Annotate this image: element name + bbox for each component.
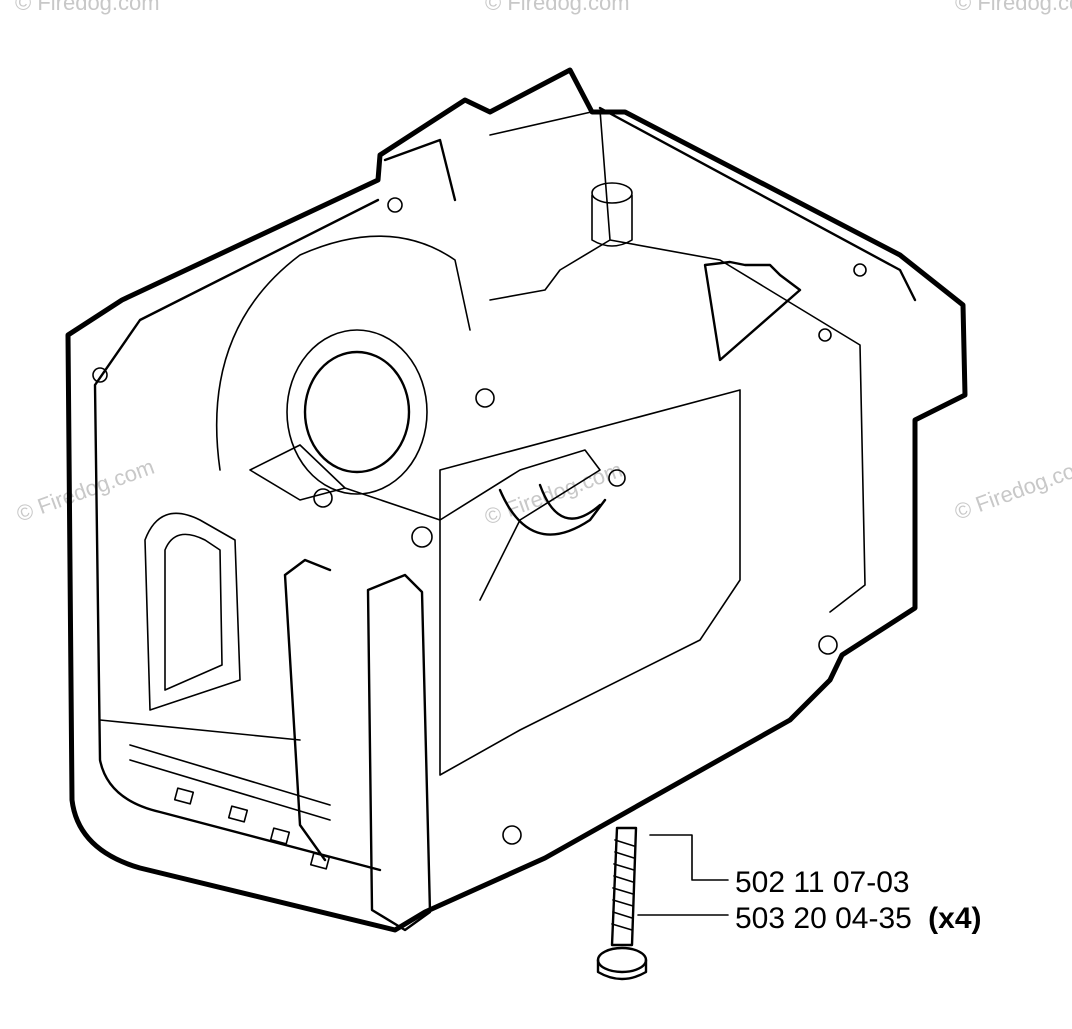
watermark-left: © Firedog.com [13,454,157,527]
screw-thread [611,839,635,931]
front-divider [283,558,432,932]
mount-hole-top [387,197,403,213]
cylinder-bore [303,350,411,474]
screw-head [596,946,648,974]
housing-outline [65,67,968,933]
mount-hole-right [818,328,832,342]
watermark-right: © Firedog.com [951,452,1072,525]
watermark-center: © Firedog.com [481,457,625,530]
crankcase-housing [65,67,968,933]
watermark-top-right: © Firedog.com [955,0,1072,15]
screw [596,826,648,981]
screw-head-side [596,958,648,981]
left-hollow [144,512,241,711]
housing-inner-rim [93,106,917,872]
bottom-ribs [129,744,331,870]
screw-boss-right [608,469,626,487]
right-bracket [703,260,802,362]
watermark-top-center: © Firedog.com [485,0,630,15]
bearing-half [498,483,607,536]
screw-boss-center [475,388,495,408]
cylinder-bore-collar [286,329,428,495]
top-post-cap [591,182,633,204]
housing-back-wall [489,109,866,613]
mount-hole-bottom [502,825,522,845]
callout-housing-part-number: 502 11 07-03 [735,866,910,899]
top-post [591,194,633,247]
callout-screw-quantity: (x4) [928,902,981,935]
center-deck [249,444,601,601]
mount-hole-upper-right [853,263,867,277]
callout-screw: 503 20 04-35 (x4) [735,902,982,935]
watermark-top-left: © Firedog.com [15,0,160,15]
callout-housing: 502 11 07-03 [735,866,910,899]
mount-hole-left [92,367,108,383]
flywheel-arc [215,235,471,471]
leader-line-housing [649,834,729,881]
mount-hole-lower-right [818,635,838,655]
screw-boss-left [313,488,333,508]
housing-floor [99,389,741,776]
callout-screw-part-number: 503 20 04-35 [735,902,912,935]
screw-boss-front [411,526,433,548]
screw-shank [610,826,638,947]
